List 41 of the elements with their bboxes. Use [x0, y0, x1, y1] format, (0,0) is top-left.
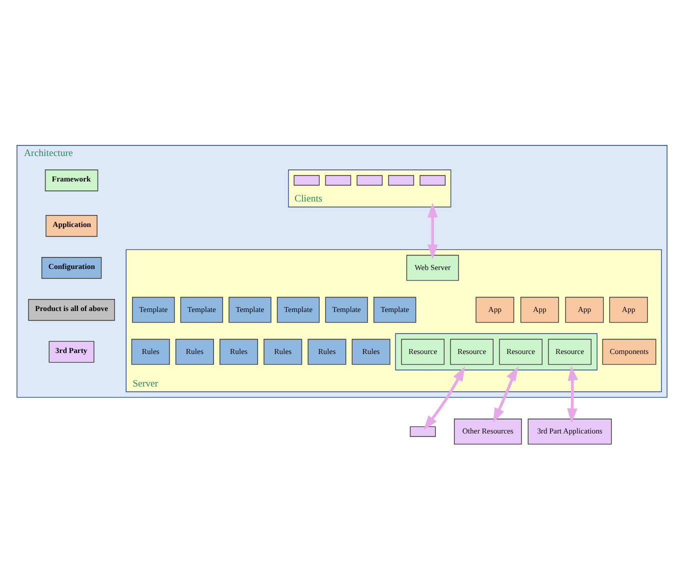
node-box: Other Resources — [454, 418, 522, 444]
node-box: Resource — [450, 338, 494, 364]
node-box: Rules — [220, 338, 258, 364]
node-box — [388, 174, 414, 186]
node-box: Template — [325, 296, 368, 322]
legend-label: 3rd Party — [55, 346, 88, 355]
arrow — [424, 366, 466, 430]
node-box: Template — [276, 296, 320, 322]
node-box: Components — [602, 338, 656, 364]
node-box: Resource — [548, 338, 592, 364]
node-box — [410, 426, 436, 436]
node-box: App — [609, 296, 648, 322]
node-box: Rules — [131, 338, 170, 364]
node-box: Rules — [264, 338, 302, 364]
node-box: Resource — [499, 338, 542, 364]
node-box: 3rd Part Applications — [528, 418, 612, 444]
node-box: Resource — [401, 338, 445, 364]
cluster: Clients — [288, 169, 452, 207]
node-box: Template — [228, 296, 272, 322]
cluster — [395, 332, 598, 370]
node-box: Rules — [352, 338, 390, 364]
node-box — [325, 174, 352, 186]
arrow — [493, 366, 519, 422]
legend-label: Framework — [52, 174, 91, 184]
node-box: Template — [180, 296, 224, 322]
arrow — [427, 202, 438, 259]
node-box: Web Server — [406, 254, 459, 280]
arrow — [567, 365, 578, 423]
node-box: Template — [132, 296, 175, 322]
node-box: App — [476, 296, 514, 322]
legend-label: Configuration — [48, 262, 96, 271]
legend-label: Application — [52, 220, 92, 229]
legend-label: Product is all of above — [35, 304, 108, 313]
node-box: Rules — [308, 338, 346, 364]
node-box: App — [565, 296, 604, 322]
node-box — [356, 174, 383, 186]
node-box: Rules — [175, 338, 214, 364]
node-box: App — [520, 296, 559, 322]
node-box: Template — [373, 296, 416, 322]
node-box — [294, 174, 320, 186]
node-box — [420, 174, 446, 186]
